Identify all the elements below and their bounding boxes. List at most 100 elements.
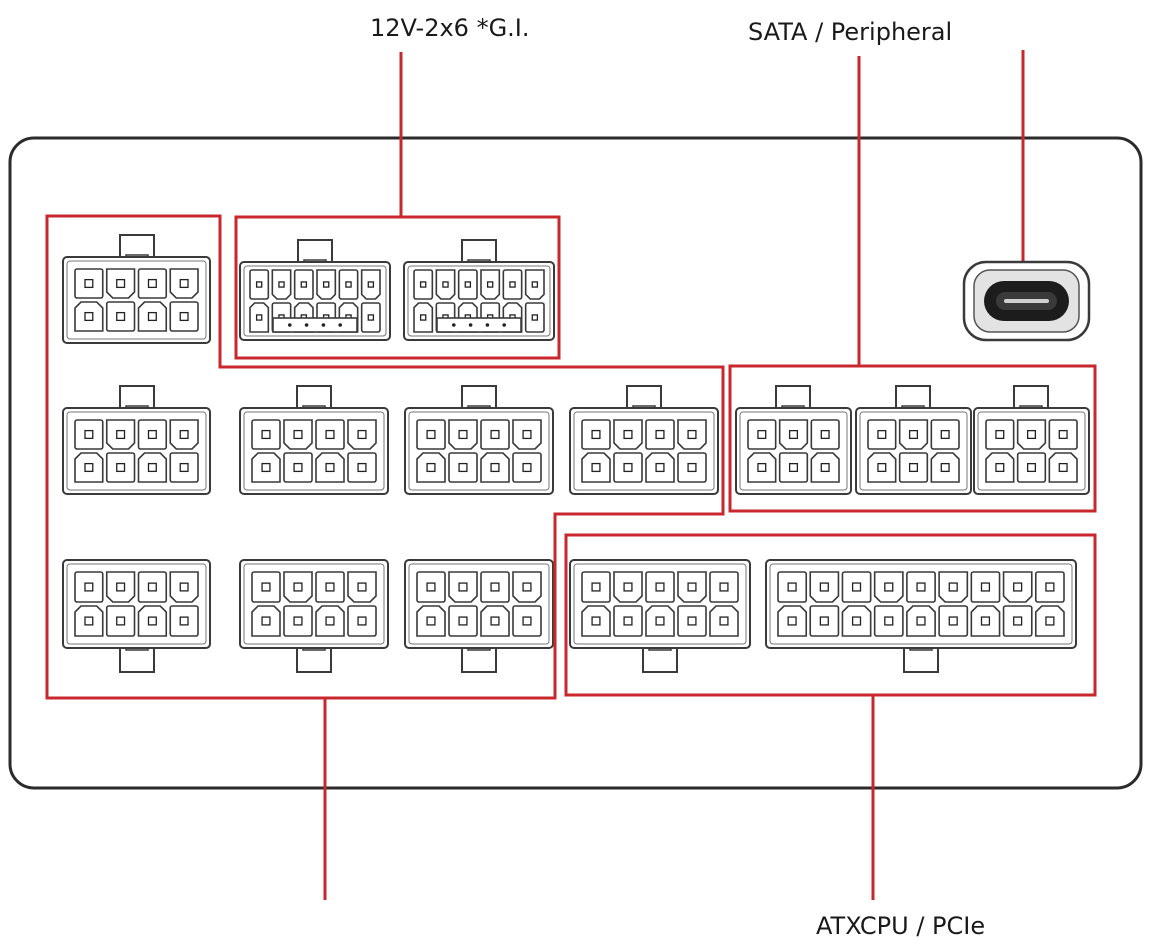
connector-pin [613,571,643,603]
connector-pin [938,571,969,603]
connector-8pin-mid-4 [569,385,719,495]
connector-pin [448,452,478,483]
connector-pin [416,571,446,603]
connector-pin [251,571,281,603]
highlight-region-sata-peripheral [728,364,1097,513]
connector-pin [293,269,314,300]
connector-pin [347,419,377,450]
connector-pin [416,419,446,450]
connector-pin [315,605,345,637]
connector-pin [137,605,168,637]
connector-pin [747,419,777,450]
connector-pin [457,269,478,300]
connector-pin [906,571,936,603]
connector-pin [480,419,510,450]
connector-pin [448,419,478,450]
connector-pin [581,419,611,450]
connector-pin [316,269,337,300]
connector-pin [283,452,313,483]
connector-pin [645,452,675,483]
connector-pin [74,268,104,299]
connector-pin [105,571,136,603]
connector-pin [105,452,136,483]
connector-pin [416,605,446,637]
connector-pin [512,605,542,637]
connector-pin [841,571,872,603]
connector-pin [581,571,611,603]
connector-pin [169,452,199,483]
connector-8pin-bottom-2 [239,559,389,673]
connector-pin [74,605,104,637]
connector-pin [898,419,929,450]
connector-pin [137,452,168,483]
connector-pin [283,571,313,603]
connector-pin [448,571,478,603]
connector-pin [169,268,199,299]
connector-pin [512,571,542,603]
connector-pin [74,301,104,332]
connector-pin [169,571,199,603]
connector-pin [677,571,707,603]
connector-pin [841,605,872,637]
connector-pin [251,605,281,637]
connector-pin [360,302,381,333]
connector-pin [105,301,136,332]
connector-pin [709,571,739,603]
connector-pin [709,605,739,637]
connector-pin [1016,452,1047,483]
connector-pin [524,302,545,333]
connector-pin [1016,419,1047,450]
connector-pin [502,269,523,300]
highlight-region-atx [564,533,1097,697]
connector-12v-2x6-right [403,239,555,341]
connector-pin [413,302,434,333]
connector-pin [480,452,510,483]
connector-pin [137,419,168,450]
connector-pin [645,419,675,450]
connector-pin [137,301,168,332]
connector-pin [347,571,377,603]
connector-pin [778,419,809,450]
connector-pin [810,419,840,450]
connector-pin [249,302,270,333]
connector-pin [581,452,611,483]
connector-pin [105,605,136,637]
connector-pin [480,605,510,637]
connector-group [62,234,1090,673]
connector-pin [810,452,840,483]
connector-pin [677,419,707,450]
connector-8pin-bottom-3 [404,559,554,673]
connector-pin [251,452,281,483]
connector-pin [480,571,510,603]
connector-pin [645,605,675,637]
connector-pin [898,452,929,483]
connector-8pin-mid-2 [239,385,389,495]
connector-pin [677,605,707,637]
connector-pin [613,452,643,483]
connector-12v-2x6-left [239,239,391,341]
highlight-region-group [45,214,1097,700]
connector-pin [413,269,434,300]
connector-pin [105,419,136,450]
connector-pin [249,269,270,300]
connector-pin [970,571,1001,603]
connector-pin [315,419,345,450]
connector-6pin-sata-2 [855,385,972,495]
connector-pin [74,419,104,450]
connector-pin [283,605,313,637]
connector-pin [938,605,969,637]
connector-pin [873,571,904,603]
connector-pin [251,419,281,450]
connector-pin [338,269,359,300]
connector-pin [1034,571,1065,603]
connector-pin [985,419,1015,450]
connector-pin [777,571,808,603]
connector-pin [448,605,478,637]
connector-8pin-mid-3 [404,385,554,495]
highlight-region-12v-2x6 [234,215,561,360]
connector-pin [1048,419,1078,450]
connector-8pin-bottom-1 [62,559,211,673]
connector-pin [1034,605,1065,637]
connector-pin [137,571,168,603]
connector-pin [613,605,643,637]
